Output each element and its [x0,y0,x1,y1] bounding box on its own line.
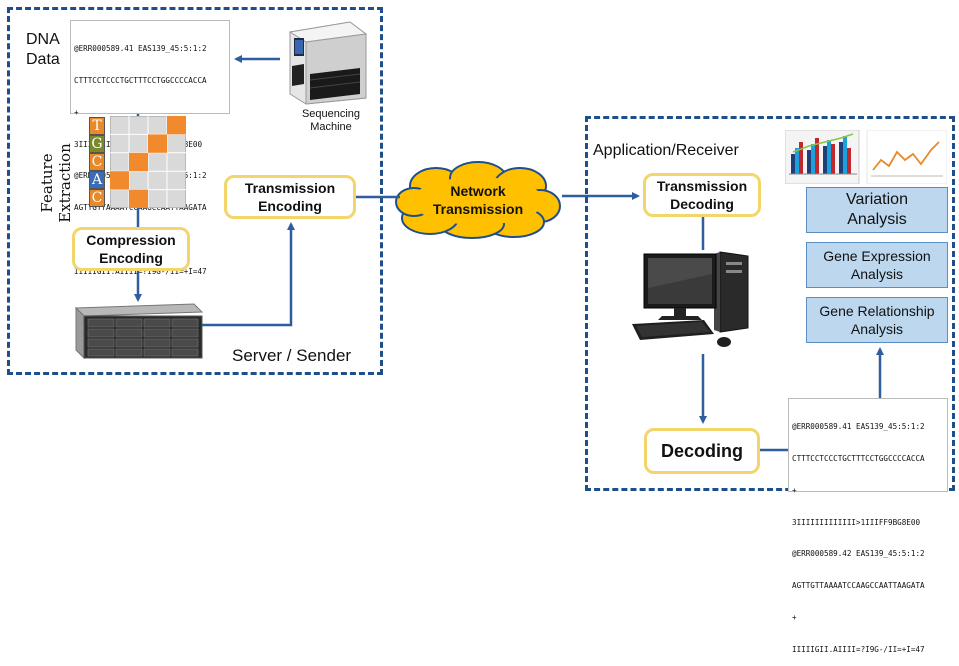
fastq-line: AGTTGTTAAAATCCAAGCCAATTAAGATA [792,581,925,591]
nucleotide-tile-g: G [89,135,105,153]
server-sender-region [7,7,383,375]
storage-server-image [74,303,204,360]
variation-line2: Analysis [847,211,907,228]
nucleotide-tile-a: A [89,171,105,189]
sequencing-machine-image [288,21,368,105]
gene-expr-line2: Analysis [850,266,904,282]
nucleotide-tile-c2: C [89,189,105,207]
transmission-dec-line1: Transmission [656,178,748,194]
feature-label-line1: Feature [38,153,56,213]
sequencing-label-line2: Machine [310,121,352,133]
gene-relationship-analysis-box: Gene Relationship Analysis [806,297,948,343]
fastq-line: @ERR000589.42 EAS139_45:5:1:2 [792,549,925,559]
decoding-box: Decoding [644,428,760,474]
network-line2: Transmission [432,201,524,217]
transmission-dec-line2: Decoding [670,196,734,212]
nucleotide-tile-t: T [89,117,105,135]
dna-label-line1: DNA [26,31,60,48]
transmission-encoding-box: Transmission Encoding [224,175,356,219]
network-line1: Network [450,183,506,199]
analysis-charts-thumbnail [785,130,947,184]
fastq-line: + [74,107,79,117]
dna-data-label: DNA Data [26,30,60,70]
nucleotide-tile-c: C [89,153,105,171]
transmission-enc-line1: Transmission [244,180,336,196]
fastq-line: @ERR000589.41 EAS139_45:5:1:2 [792,422,925,432]
application-receiver-region [585,116,955,491]
gene-expression-analysis-box: Gene Expression Analysis [806,242,948,288]
variation-line1: Variation [846,191,908,208]
fastq-line: 3IIIIIIIIIIIII>1IIIFF9BG8E00 [792,517,921,527]
compression-line2: Encoding [99,250,163,266]
fastq-line: IIIIIGII.AIIII=?I9G-/II=+I=47 [74,266,207,276]
compression-encoding-box: Compression Encoding [72,227,190,271]
fastq-line: CTTTCCTCCCTGCTTTCCTGGCCCCACCA [74,75,207,85]
server-sender-label: Server / Sender [232,346,352,365]
gene-rel-line2: Analysis [850,321,904,337]
fastq-line: + [792,612,797,622]
decoding-label: Decoding [660,441,743,461]
fastq-line: IIIIIGII.AIIII=?I9G-/II=+I=47 [792,644,925,654]
transmission-decoding-box: Transmission Decoding [643,173,761,217]
network-transmission-label: Network Transmission [418,182,538,218]
variation-analysis-box: Variation Analysis [806,187,948,233]
desktop-computer-image [632,251,749,347]
dna-label-line2: Data [26,51,60,68]
fastq-data-receiver: @ERR000589.41 EAS139_45:5:1:2 CTTTCCTCCC… [788,398,948,654]
feature-extraction-label: Feature Extraction [38,138,80,228]
sequencing-label-line1: Sequencing [301,108,361,120]
compression-line1: Compression [86,232,176,248]
application-receiver-label: Application/Receiver [593,142,739,159]
sequencing-machine-label: Sequencing Machine [286,108,376,134]
feature-matrix-heatmap [110,116,186,208]
fastq-line: + [792,485,797,495]
feature-label-line2: Extraction [56,143,74,223]
gene-rel-line1: Gene Relationship [819,303,935,319]
network-cloud-icon [395,161,561,239]
gene-expr-line1: Gene Expression [823,248,931,264]
fastq-line: @ERR000589.41 EAS139_45:5:1:2 [74,44,207,54]
transmission-enc-line2: Encoding [258,198,322,214]
fastq-data-sender: @ERR000589.41 EAS139_45:5:1:2 CTTTCCTCCC… [70,20,230,276]
fastq-line: CTTTCCTCCCTGCTTTCCTGGCCCCACCA [792,453,925,463]
